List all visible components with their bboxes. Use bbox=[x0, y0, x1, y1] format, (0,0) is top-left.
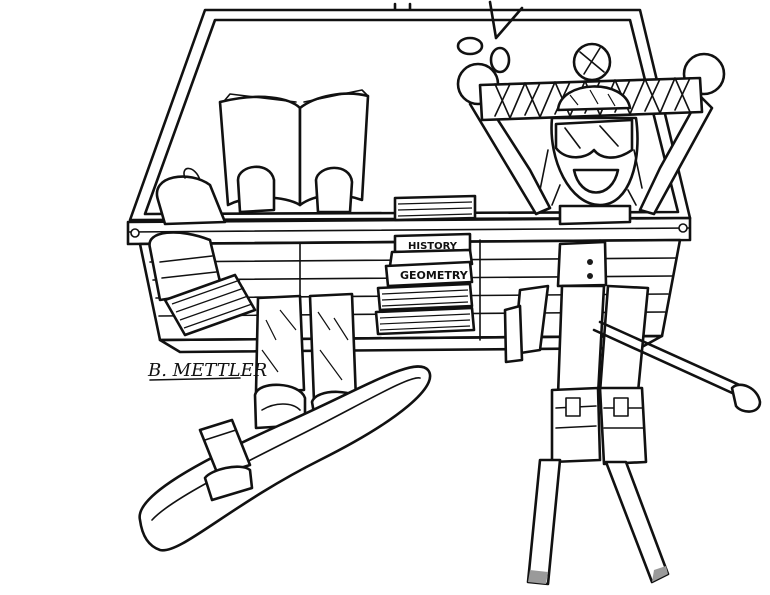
book-stack-middle: HISTORY GEOMETRY bbox=[374, 194, 477, 336]
backpack bbox=[148, 167, 227, 302]
snowboard bbox=[138, 365, 432, 552]
book-stack-left bbox=[163, 273, 257, 337]
history-book-label: HISTORY bbox=[408, 241, 458, 252]
artist-signature: B. METTLER bbox=[147, 360, 267, 381]
geometry-book-label: GEOMETRY bbox=[400, 269, 469, 282]
skis bbox=[526, 458, 670, 586]
ski-poles bbox=[503, 284, 762, 413]
skier-passenger bbox=[456, 0, 726, 466]
signature-underline bbox=[149, 377, 241, 381]
